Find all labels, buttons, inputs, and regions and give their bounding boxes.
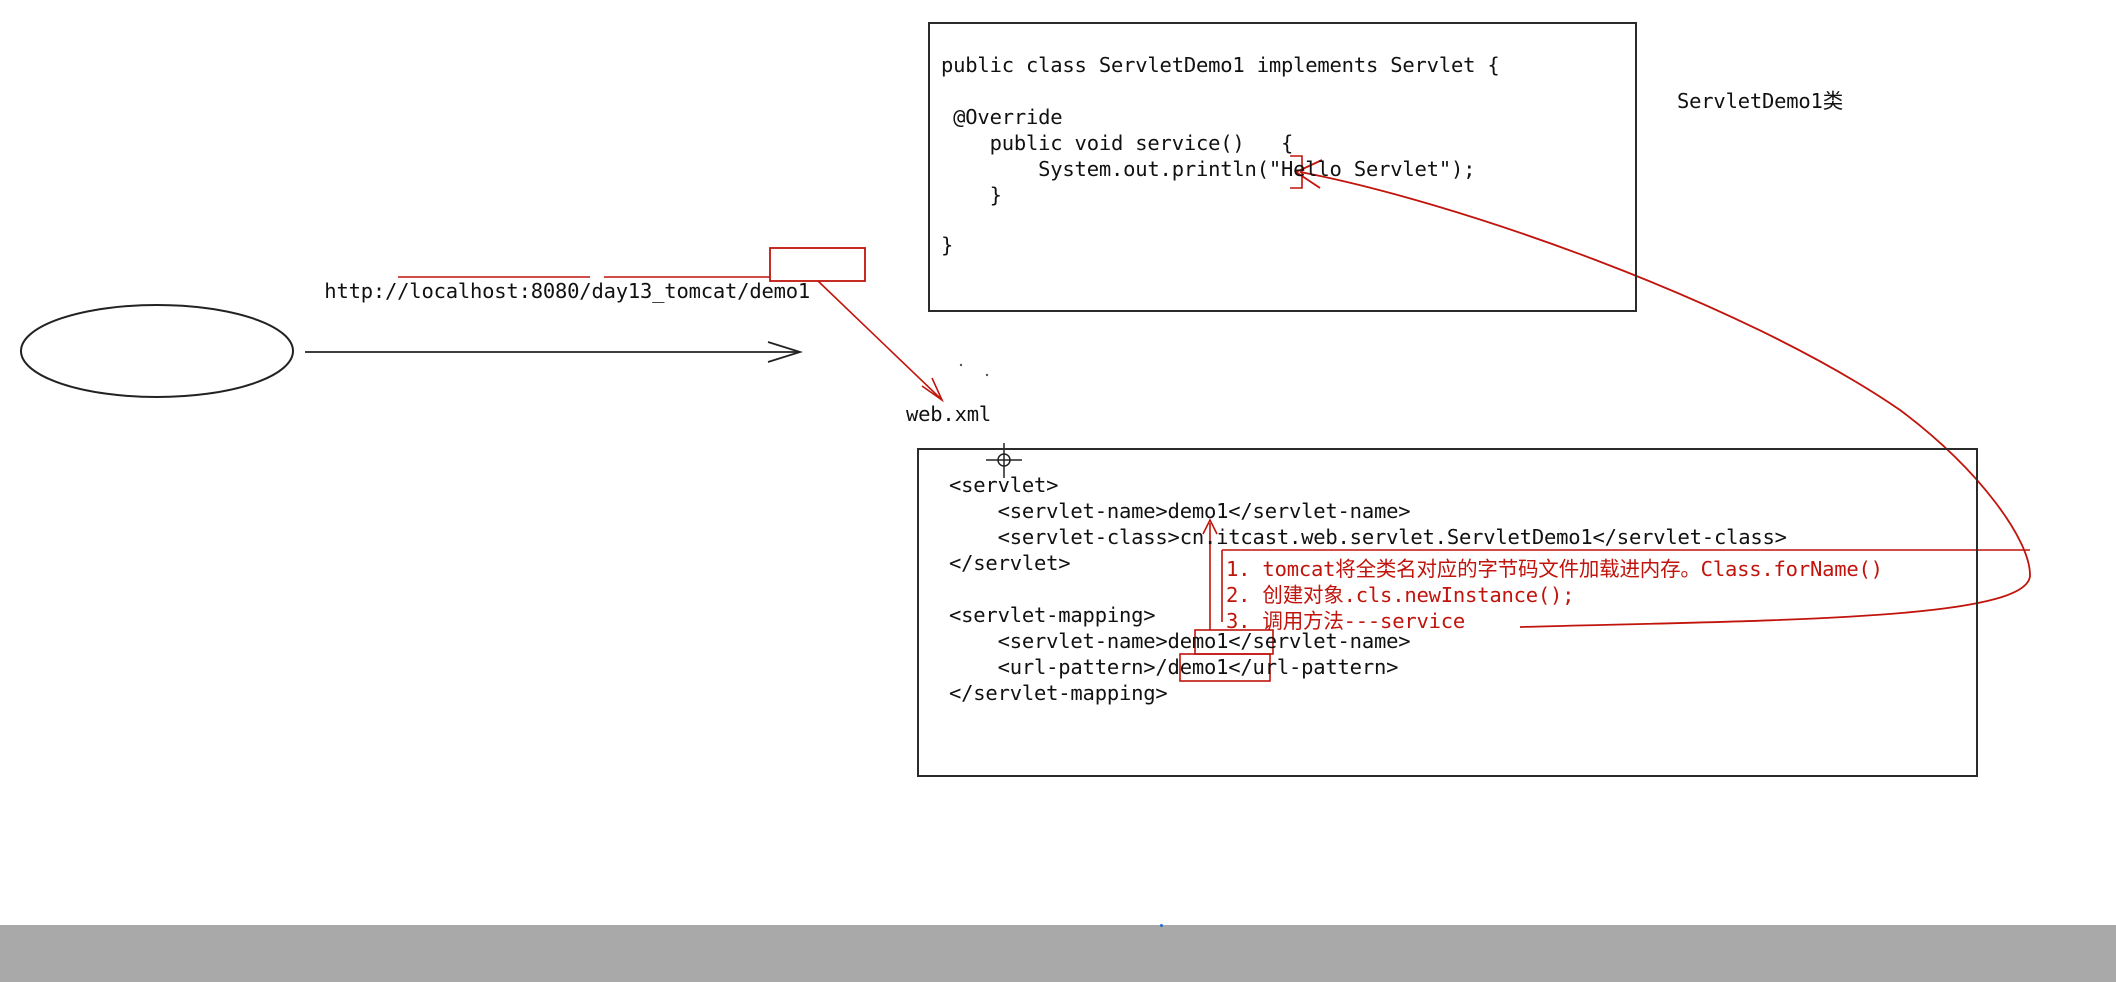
class-code-line: } (941, 183, 1002, 207)
xml-code-line: </servlet> (949, 551, 1071, 575)
xml-code-line: <servlet-mapping> (949, 603, 1156, 627)
url-prefix: http:// (324, 279, 410, 303)
class-code-line: @Override (941, 105, 1063, 129)
annotation-step-2: 2. 创建对象.cls.newInstance(); (1226, 583, 1575, 607)
web-xml-label: web.xml (906, 402, 991, 426)
progress-dot (1160, 924, 1163, 927)
url-context: day13_tomcat (591, 279, 738, 303)
servlet-class-box (928, 22, 1637, 312)
url-slash: / (579, 279, 592, 303)
bottom-bar (0, 925, 2116, 982)
xml-code-line: <servlet-name>demo1</servlet-name> (949, 629, 1411, 653)
xml-code-line: <servlet-name>demo1</servlet-name> (949, 499, 1411, 523)
xml-code-line: </servlet-mapping> (949, 681, 1168, 705)
annotation-step-3: 3. 调用方法---service (1226, 609, 1466, 633)
class-code-line: } (941, 233, 954, 257)
xml-code-line: <servlet> (949, 473, 1059, 497)
class-code-line: public void service() { (941, 131, 1294, 155)
xml-code-line: <url-pattern>/demo1</url-pattern> (949, 655, 1399, 679)
request-url: http://localhost:8080/day13_tomcat/demo1 (300, 252, 810, 304)
web-xml-box (917, 448, 1978, 777)
xml-code-line: <servlet-class>cn.itcast.web.servlet.Ser… (949, 525, 1787, 549)
class-code-line: public class ServletDemo1 implements Ser… (941, 53, 1500, 77)
class-label: ServletDemo1类 (1677, 89, 1844, 113)
class-code-line: System.out.println("Hello Servlet"); (941, 157, 1476, 181)
url-host: localhost:8080 (409, 279, 580, 303)
annotation-step-1: 1. tomcat将全类名对应的字节码文件加载进内存。Class.forName… (1226, 557, 1883, 581)
url-path: /demo1 (737, 279, 811, 303)
